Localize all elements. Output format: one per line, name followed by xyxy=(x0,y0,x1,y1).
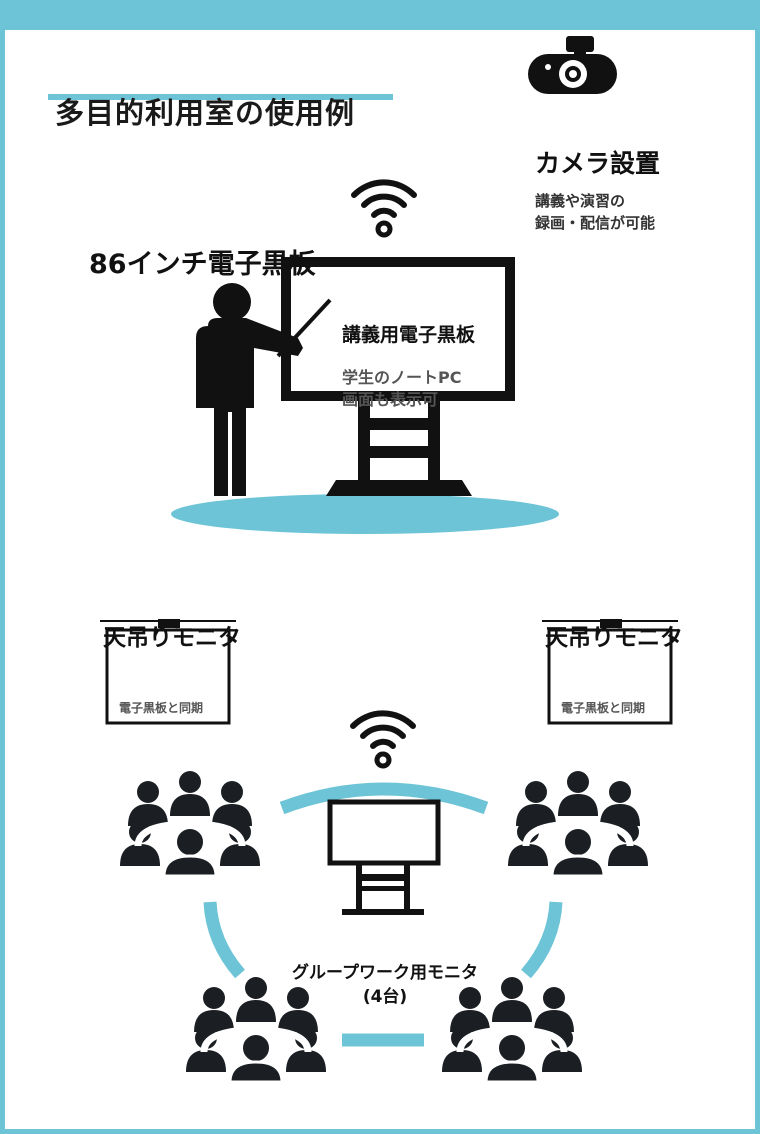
group-monitor-count: (4台) xyxy=(362,987,408,1007)
ceiling-monitor-right-screen-text: 電子黒板と同期 xyxy=(561,701,646,715)
ceiling-monitor-left-label: 天吊りモニタ xyxy=(103,625,241,651)
camera-label: カメラ設置 xyxy=(535,149,661,178)
board-screen-line2: 画面も表示可 xyxy=(342,390,439,409)
electronic-whiteboard xyxy=(281,257,515,496)
group-area-ring xyxy=(203,782,563,1047)
ceiling-monitor-right-label: 天吊りモニタ xyxy=(545,625,683,651)
wifi-icon xyxy=(353,713,413,766)
room-illustration xyxy=(48,36,678,1129)
wifi-icon xyxy=(354,182,414,235)
meeting-group-icon xyxy=(120,771,260,876)
floor-shadow xyxy=(171,494,559,534)
ceiling-monitor-left-screen-text: 電子黒板と同期 xyxy=(119,701,204,715)
board-screen-title: 講義用電子黒板 xyxy=(342,324,476,346)
ceiling-monitor-left xyxy=(100,619,236,725)
board-size-label: 86インチ電子黒板 xyxy=(89,249,316,280)
meeting-group-icon xyxy=(186,977,326,1082)
title-underline xyxy=(48,94,393,100)
board-screen-line1: 学生のノートPC xyxy=(342,368,462,387)
meeting-group-icon xyxy=(508,771,648,876)
camera-description-line1: 講義や演習の xyxy=(535,192,626,210)
teacher-icon xyxy=(196,283,332,496)
meeting-group-icon xyxy=(442,977,582,1082)
camera-description-line2: 録画・配信が可能 xyxy=(535,214,656,232)
group-monitor-label: グループワーク用モニタ xyxy=(292,963,478,983)
camera-icon xyxy=(528,36,617,94)
ceiling-monitor-right xyxy=(542,619,678,725)
page-title: 多目的利用室の使用例 xyxy=(55,96,356,130)
group-work-monitor xyxy=(327,799,441,915)
